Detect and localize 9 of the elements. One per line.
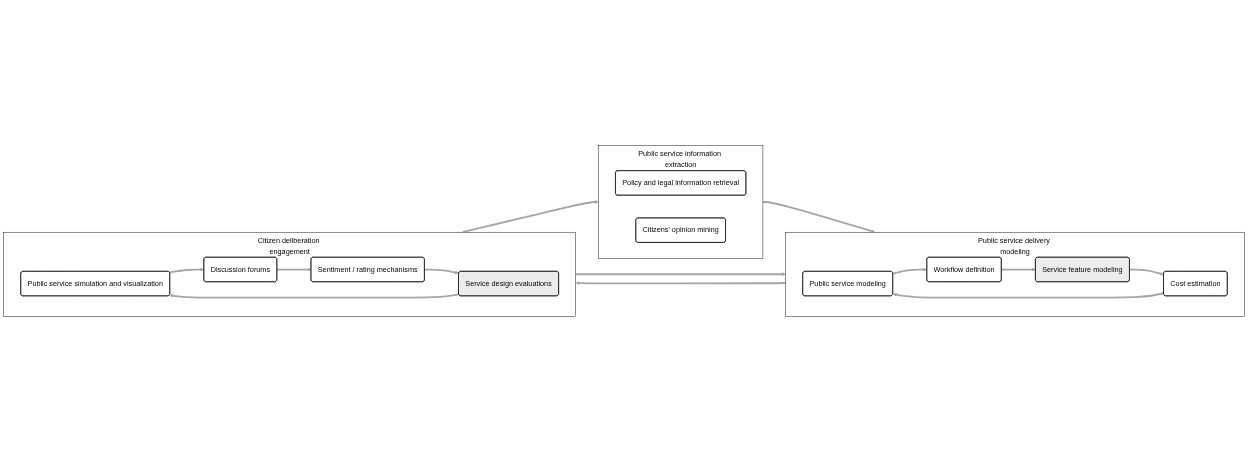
arrow	[168, 267, 205, 273]
arrow	[1128, 268, 1164, 276]
arrow	[1000, 267, 1036, 272]
arrow	[892, 267, 928, 275]
arrow	[423, 268, 459, 274]
arrow	[892, 291, 1165, 299]
arrow	[169, 292, 460, 299]
arrow	[574, 271, 786, 276]
arrow	[575, 280, 787, 285]
